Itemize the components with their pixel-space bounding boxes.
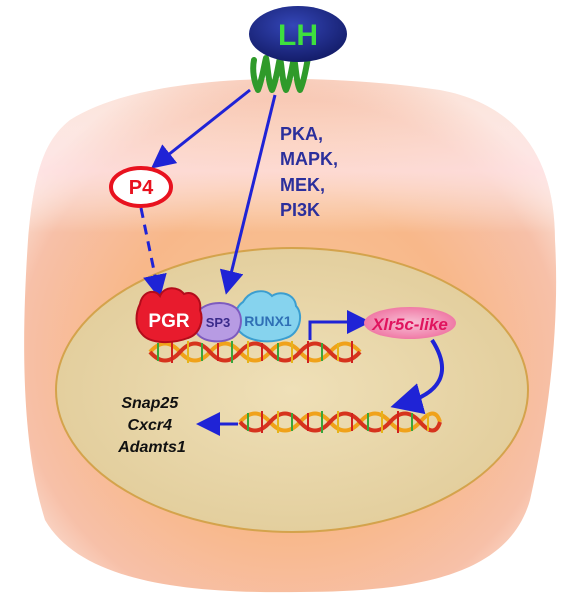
lh-ligand-icon bbox=[249, 6, 347, 62]
kinase-mek: MEK, bbox=[280, 175, 325, 195]
dna-strand-lower bbox=[238, 411, 442, 433]
gene-cxcr4: Cxcr4 bbox=[128, 417, 173, 434]
nucleus bbox=[55, 247, 529, 533]
runx1-label: RUNX1 bbox=[244, 313, 292, 329]
kinase-pka: PKA, bbox=[280, 124, 323, 144]
sp3-label: SP3 bbox=[206, 315, 231, 330]
gene-adamts1: Adamts1 bbox=[117, 439, 186, 456]
pgr-receptor: PGR bbox=[135, 287, 203, 344]
lh-label: LH bbox=[278, 19, 318, 52]
arrow-xlr5c-to-dna bbox=[390, 338, 445, 415]
xlr5c-like-label: Xlr5c-like bbox=[371, 315, 448, 334]
runx1-cofactor: RUNX1 bbox=[234, 290, 302, 343]
xlr5c-like-badge bbox=[364, 307, 456, 339]
pgr-label: PGR bbox=[148, 311, 189, 332]
downstream-gene-list: Snap25 Cxcr4 Adamts1 bbox=[117, 395, 186, 456]
arrow-p4-to-pgr bbox=[139, 207, 167, 299]
dna-strand-upper bbox=[148, 341, 362, 363]
arrow-receptor-to-nucleus bbox=[219, 94, 277, 295]
gene-snap25: Snap25 bbox=[121, 395, 179, 412]
transcription-start-arrow bbox=[308, 310, 371, 340]
p4-hormone-icon bbox=[109, 166, 173, 208]
p4-label: P4 bbox=[129, 177, 154, 199]
kinase-mapk: MAPK, bbox=[280, 149, 338, 169]
kinase-list: PKA, MAPK, MEK, PI3K bbox=[280, 124, 343, 220]
kinase-pi3k: PI3K bbox=[280, 200, 320, 220]
arrow-receptor-to-p4 bbox=[150, 88, 251, 169]
